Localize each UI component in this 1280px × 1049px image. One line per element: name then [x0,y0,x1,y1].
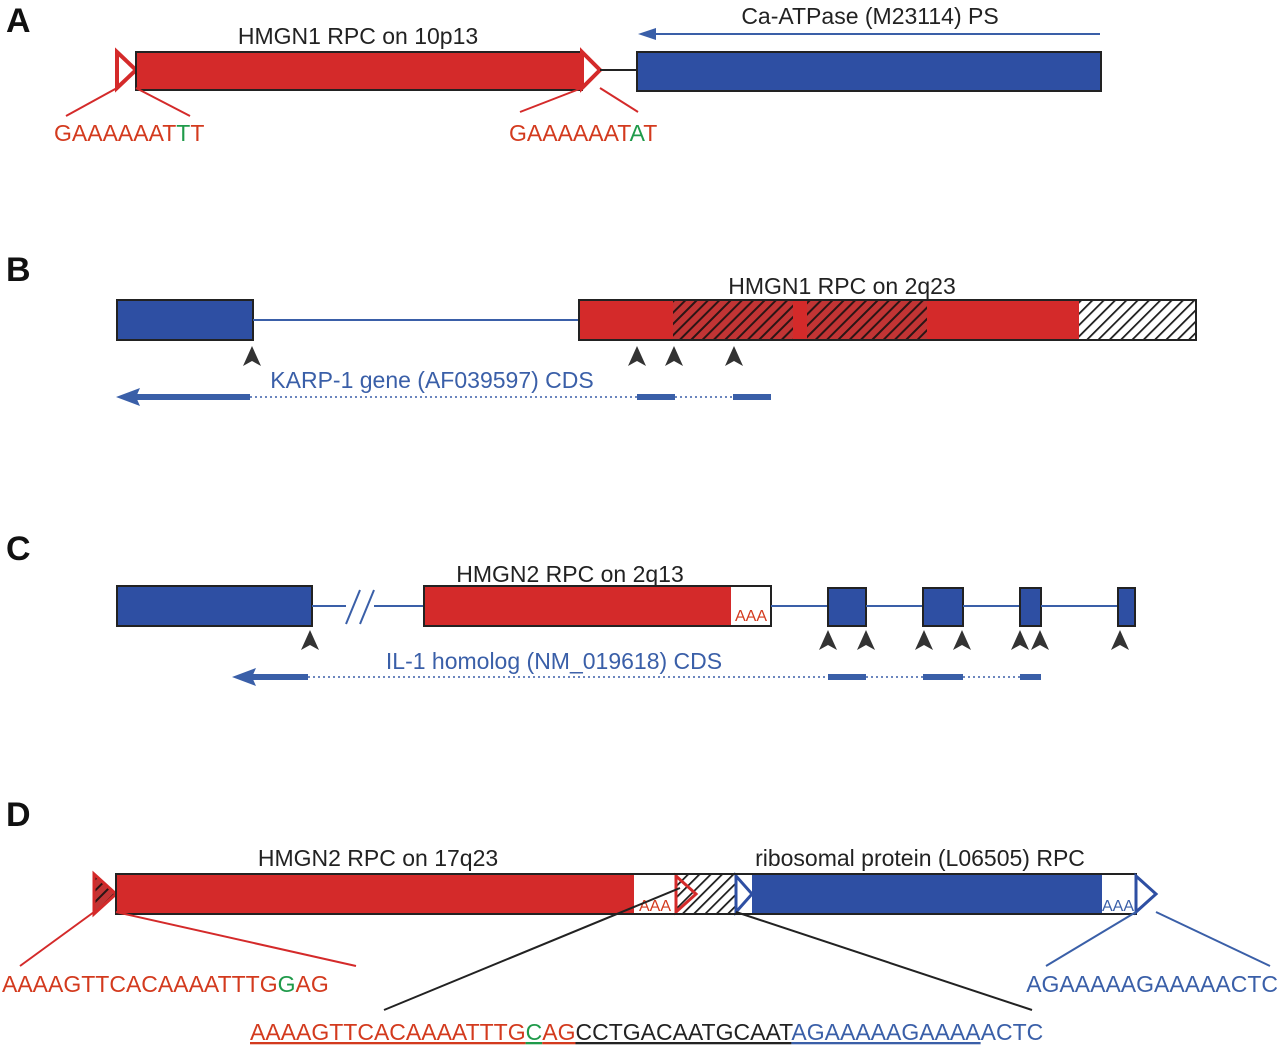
panel-d-junction-hatched [676,874,736,914]
panel-c-splice-marker-icon [819,630,837,650]
panel-b: B HMGN1 RPC on 2q23 KARP-1 gene (AF03959… [6,251,1197,406]
panel-b-rpc-segment-2 [793,300,807,340]
panel-d-middle-repeat-triangle [674,872,699,916]
panel-a-ps-label: Ca-ATPase (M23114) PS [741,3,998,29]
panel-c-cds-label: IL-1 homolog (NM_019618) CDS [386,648,722,674]
panel-c-exon-box-4 [1019,587,1042,627]
panel-d: D HMGN2 RPC on 17q23 ribosomal protein (… [2,796,1278,1045]
panel-a-callout-left-1 [65,87,118,117]
panel-d-rp-box [752,874,1102,914]
panel-c-splice-marker-icon [915,630,933,650]
panel-a-letter: A [6,2,31,40]
panel-a-left-sequence: GAAAAAATTT [54,120,204,146]
panel-a-rpc-label: HMGN1 RPC on 10p13 [238,23,478,49]
panel-c-letter: C [6,530,31,568]
panel-b-splice-marker-icon [243,346,261,366]
panel-c-exon-box-3 [922,587,964,627]
panel-d-callout-right-2 [1155,911,1271,967]
panel-a-callout-right-1 [519,87,583,113]
panel-b-rpc-segment-1 [579,300,673,340]
panel-d-middle-blue-triangle [734,872,755,916]
panel-d-polya-box [634,874,676,914]
panel-d-left-sequence: AAAAGTTCACAAAATTTGGAG [2,971,329,997]
panel-c-cds-arrow-head-icon [232,668,256,686]
panel-d-callout-left-2 [115,911,357,967]
panel-b-rpc-hatched-tail [1079,300,1196,340]
panel-b-splice-marker-icon [665,346,683,366]
panel-d-rp-label: ribosomal protein (L06505) RPC [755,845,1085,871]
panel-c-exon-box-2 [827,587,867,627]
panel-c-break-mark-icon [359,589,375,625]
panel-d-callout-mid-1 [383,887,681,1011]
panel-a: A HMGN1 RPC on 10p13 Ca-ATPase (M23114) … [6,2,1102,146]
panel-a-rpc-box [135,51,583,91]
panel-d-rpc-box [116,874,634,914]
panel-b-cds-arrow-head-icon [116,388,140,406]
panel-b-cds-label: KARP-1 gene (AF039597) CDS [270,367,593,393]
panel-c-exon-box-5 [1117,587,1136,627]
panel-c-splice-marker-icon [857,630,875,650]
panel-d-right-repeat-triangle [1134,872,1159,916]
panel-c-exon-box-1 [116,585,313,627]
panel-b-splice-marker-icon [628,346,646,366]
panel-d-rpc-label: HMGN2 RPC on 17q23 [258,845,498,871]
panel-d-callout-right-1 [1045,911,1137,967]
panel-d-polya-blue-box [1102,874,1136,914]
panel-d-right-sequence: AGAAAAAGAAAAACTC [1026,971,1278,997]
panel-b-exon-box [116,299,254,341]
panel-b-rpc-label: HMGN1 RPC on 2q23 [728,273,956,299]
panel-c-splice-marker-icon [1111,630,1129,650]
panel-b-rpc-hatched-1 [673,300,793,340]
panel-d-left-repeat-triangle [92,870,119,918]
panel-d-polya-red-label: AAA [639,898,671,915]
panel-d-callout-left-1 [19,911,95,967]
panel-b-letter: B [6,251,31,289]
panel-a-right-repeat-triangle [580,47,603,93]
panel-c-break-mark-icon [345,589,361,625]
panel-c-splice-marker-icon [1031,630,1049,650]
panel-b-rpc-segment-3 [927,300,1079,340]
panel-c-splice-marker-icon [953,630,971,650]
panel-a-left-repeat-triangle [115,47,139,93]
panel-a-arrow-head-icon [638,28,656,40]
panel-c-rpc-label: HMGN2 RPC on 2q13 [456,561,684,587]
panel-c-splice-marker-icon [301,630,319,650]
panel-c-polya-box [731,586,771,626]
panel-d-polya-blue-label: AAA [1102,898,1134,915]
panel-a-ps-box [636,51,1102,92]
panel-b-rpc-hatched-2 [807,300,927,340]
panel-c: C HMGN2 RPC on 2q13 AAA IL-1 homolog (NM… [6,530,1136,686]
panel-a-callout-right-2 [599,87,639,113]
panel-a-right-sequence: GAAAAAATAT [509,120,657,146]
panel-b-splice-marker-icon [725,346,743,366]
panel-b-rpc-outline [578,299,1197,341]
panel-a-callout-left-2 [135,87,191,117]
panel-c-polya-label: AAA [735,608,767,625]
panel-c-splice-marker-icon [1011,630,1029,650]
panel-d-junction-sequence: AAAAGTTCACAAAATTTGCAGCCTGACAATGCAATAGAAA… [250,1019,1043,1045]
panel-d-callout-mid-2 [735,911,1033,1011]
panel-d-letter: D [6,796,31,834]
panel-c-rpc-box [424,586,731,626]
